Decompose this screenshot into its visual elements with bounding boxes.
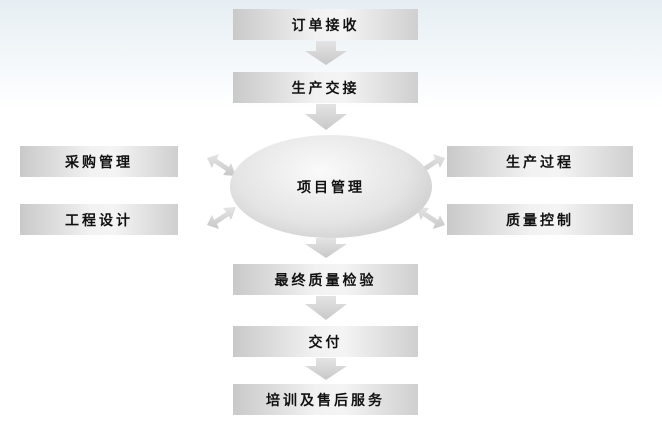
step-project-management: 项目管理: [230, 135, 432, 238]
step-final-inspection: 最终质量检验: [233, 264, 418, 295]
step-purchasing: 采购管理: [20, 146, 178, 177]
double-arrow-icon: [416, 207, 445, 229]
step-engineering-design: 工程设计: [20, 204, 178, 235]
down-arrow-icon: [305, 41, 347, 65]
step-quality-control: 质量控制: [447, 204, 633, 235]
step-production-handover: 生产交接: [233, 72, 418, 103]
down-arrow-icon: [305, 238, 347, 258]
double-arrow-icon: [207, 207, 236, 229]
down-arrow-icon: [305, 296, 347, 320]
step-production-process: 生产过程: [447, 146, 633, 177]
double-arrow-icon: [207, 154, 236, 176]
down-arrow-icon: [305, 104, 347, 130]
step-delivery: 交付: [233, 326, 418, 357]
step-order-receipt: 订单接收: [233, 9, 418, 40]
down-arrow-icon: [305, 358, 347, 380]
step-training-service: 培训及售后服务: [233, 384, 418, 415]
